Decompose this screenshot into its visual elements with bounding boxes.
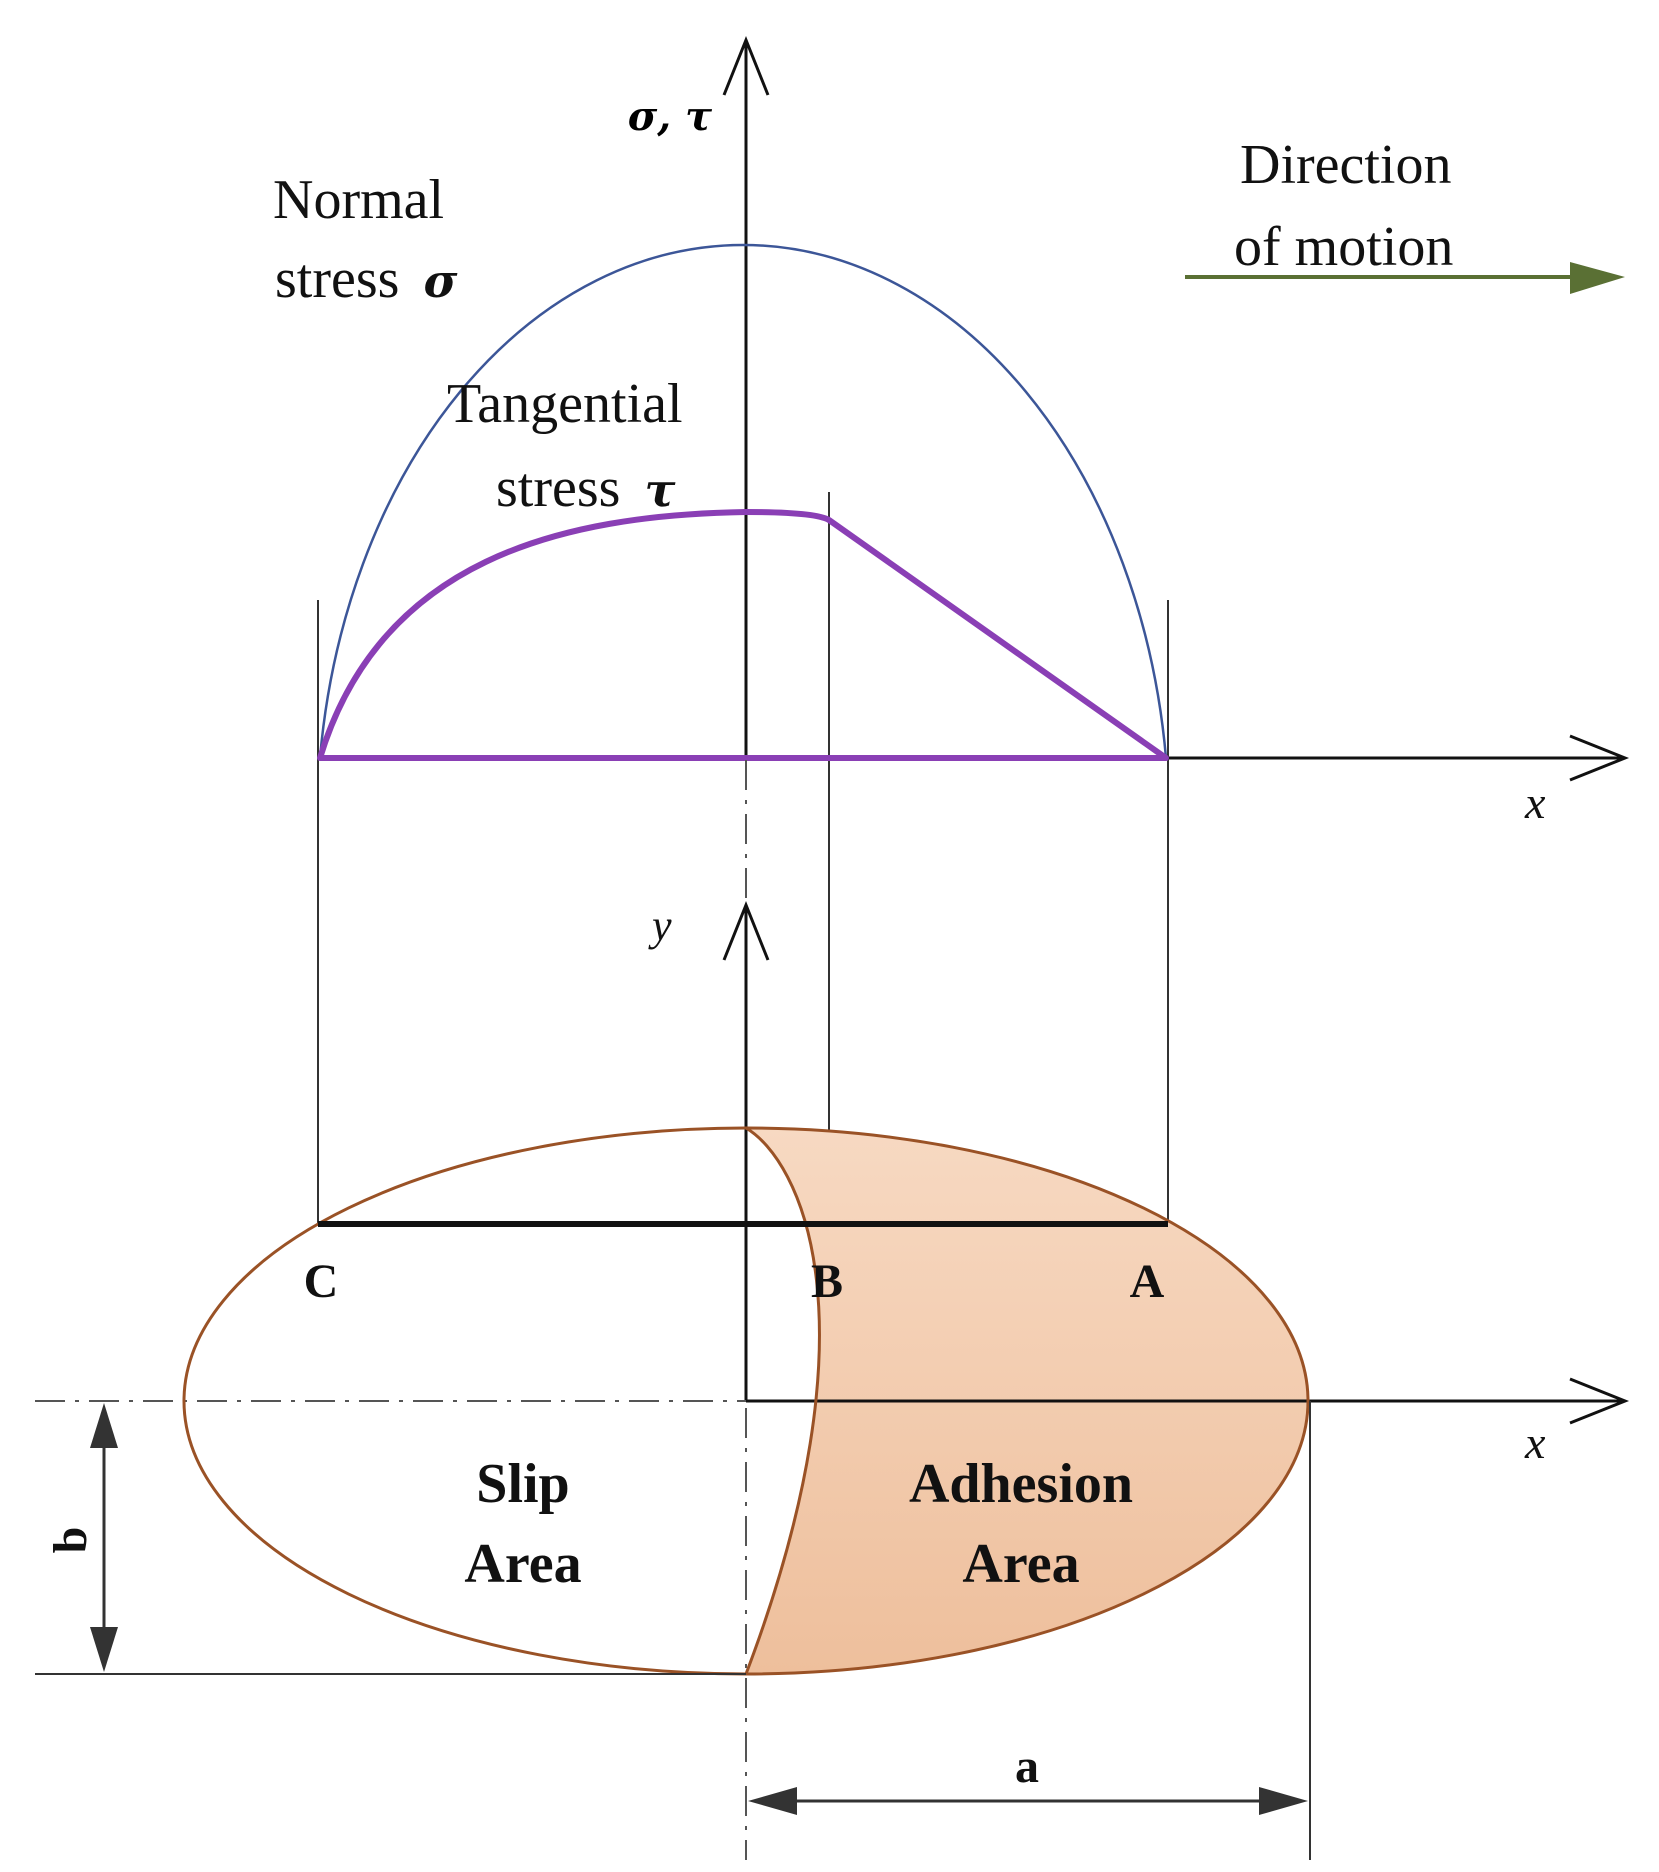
stress-axis-arrowhead [722,35,770,96]
adhesion-area-label-line2: Area [962,1533,1079,1595]
dimension-b-arrow-bottom [90,1627,118,1672]
tangential-stress-label-line1: Tangential [447,373,683,435]
lower-y-axis-label: y [648,901,672,950]
point-a-label: A [1130,1255,1165,1308]
slip-area-label-line1: Slip [476,1453,569,1515]
point-c-label: C [304,1255,339,1308]
tangential-stress-curve [317,509,1169,761]
tangential-stress-label-line2: stress τ [496,457,675,519]
slip-adhesion-boundary [744,1126,821,1675]
top-x-axis-label: x [1524,777,1546,828]
normal-stress-label-line2: stress σ [275,248,457,310]
bottom-x-axis-label: x [1524,1417,1546,1468]
dimension-b-arrow-top [90,1403,118,1448]
point-b-label: B [811,1255,843,1308]
adhesion-area-label-line1: Adhesion [909,1453,1133,1515]
direction-label-line2: of motion [1234,216,1453,278]
bottom-x-axis-arrowhead [1569,1377,1630,1425]
lower-y-axis-arrowhead [722,900,770,961]
dimension-a-label: a [1015,1740,1039,1793]
stress-axis-label: σ, τ [628,93,712,140]
normal-stress-curve [318,243,1168,759]
slip-area-label-line2: Area [464,1533,581,1595]
dimension-b-label: b [44,1527,97,1554]
dimension-a-arrow-left [748,1787,797,1815]
direction-arrow-head [1570,262,1625,294]
direction-label-line1: Direction [1240,134,1451,196]
dimension-a-arrow-right [1259,1787,1308,1815]
normal-stress-label-line1: Normal [273,169,444,231]
top-x-axis-arrowhead [1569,734,1630,782]
